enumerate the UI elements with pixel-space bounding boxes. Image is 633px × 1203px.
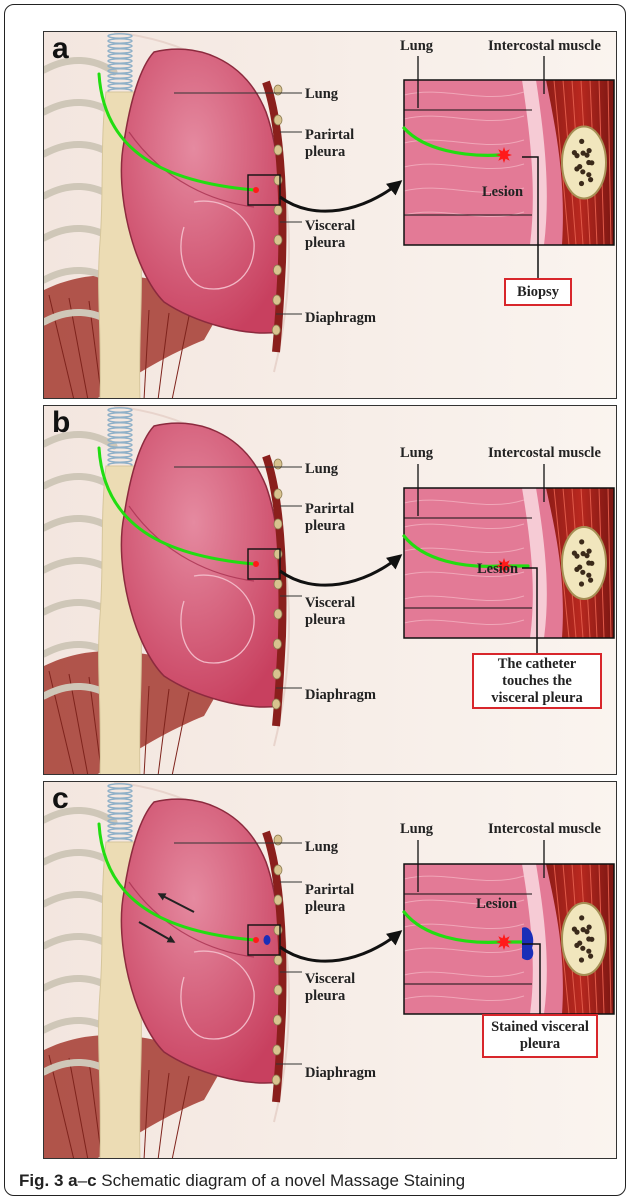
label-lung: Lung: [305, 839, 338, 856]
bone-pore: [581, 927, 586, 932]
caption-range-end: c: [87, 1171, 96, 1190]
bone-pore: [588, 954, 593, 959]
bone-pore: [589, 561, 594, 566]
rib-section: [272, 325, 280, 335]
rib-section: [272, 1075, 280, 1085]
bone-pore: [587, 549, 592, 554]
label-diaphragm: Diaphragm: [305, 310, 376, 327]
label-lung: Lung: [305, 461, 338, 478]
rib-section: [273, 639, 281, 649]
label-lesion: Lesion: [482, 184, 523, 201]
rib-section: [274, 489, 282, 499]
inset-lesion: [496, 934, 512, 950]
bone-pore: [574, 943, 579, 948]
stain-small: [264, 935, 271, 945]
bone-pore: [580, 570, 585, 575]
bone-pore: [572, 551, 577, 556]
bone-pore: [587, 148, 592, 153]
bone-pore: [579, 181, 584, 186]
rib-section: [273, 265, 281, 275]
label-diaphragm: Diaphragm: [305, 1065, 376, 1082]
rib-section: [274, 579, 282, 589]
rib-section: [274, 865, 282, 875]
rib-section: [272, 699, 280, 709]
label-inset-lung: Lung: [400, 38, 433, 55]
bone-pore: [579, 581, 584, 586]
panel-letter: a: [52, 32, 69, 66]
bone-pore: [589, 937, 594, 942]
bone-pore: [581, 151, 586, 156]
label-inset-lung: Lung: [400, 445, 433, 462]
rib-bone: [562, 527, 606, 599]
panel-letter: b: [52, 406, 70, 440]
stained-visceral-box: Stained visceral pleura: [482, 1014, 598, 1058]
rib-section: [274, 985, 282, 995]
label-intercostal-muscle: Intercostal muscle: [488, 38, 601, 55]
label-visceral-pleura: Visceral pleura: [305, 595, 375, 629]
bone-pore: [588, 177, 593, 182]
rib-section: [274, 895, 282, 905]
bone-pore: [589, 160, 594, 165]
bone-pore: [580, 946, 585, 951]
lesion-small: [253, 937, 259, 943]
rib-section: [274, 115, 282, 125]
bone-pore: [574, 567, 579, 572]
label-parietal-pleura: Parirtal pleura: [305, 501, 375, 535]
rib-section: [274, 205, 282, 215]
bone-pore: [586, 172, 591, 177]
label-lung: Lung: [305, 86, 338, 103]
bone-pore: [579, 957, 584, 962]
rib-section: [274, 549, 282, 559]
bone-pore: [586, 573, 591, 578]
panel-a: a Lung Parirtal pleura Visceral pleura D…: [43, 31, 617, 399]
caption-label: Fig. 3: [19, 1171, 63, 1190]
bone-pore: [579, 539, 584, 544]
bone-pore: [572, 150, 577, 155]
caption-text: Schematic diagram of a novel Massage Sta…: [101, 1171, 465, 1190]
bone-pore: [586, 949, 591, 954]
label-visceral-pleura: Visceral pleura: [305, 971, 375, 1005]
catheter-touches-box: The catheter touches the visceral pleura: [472, 653, 602, 709]
label-intercostal-muscle: Intercostal muscle: [488, 821, 601, 838]
rib-bone: [562, 127, 606, 199]
bone-pore: [581, 551, 586, 556]
biopsy-box: Biopsy: [504, 278, 572, 306]
rib-section: [274, 609, 282, 619]
panel-b: b Lung Parirtal pleura Visceral pleura D…: [43, 405, 617, 775]
rib-bone: [562, 903, 606, 975]
label-intercostal-muscle: Intercostal muscle: [488, 445, 601, 462]
bone-pore: [588, 578, 593, 583]
caption-range-start: a: [68, 1171, 77, 1190]
figure-frame: a Lung Parirtal pleura Visceral pleura D…: [4, 4, 626, 1196]
rib-section: [273, 669, 281, 679]
label-lesion: Lesion: [477, 561, 518, 578]
label-parietal-pleura: Parirtal pleura: [305, 882, 375, 916]
label-parietal-pleura: Parirtal pleura: [305, 127, 375, 161]
rib-section: [273, 1045, 281, 1055]
panel-letter: c: [52, 782, 69, 816]
rib-section: [274, 235, 282, 245]
rib-section: [273, 295, 281, 305]
bone-pore: [587, 925, 592, 930]
rib-section: [274, 175, 282, 185]
rib-section: [274, 519, 282, 529]
rib-section: [274, 955, 282, 965]
label-visceral-pleura: Visceral pleura: [305, 218, 375, 252]
figure-caption: Fig. 3 a–c Schematic diagram of a novel …: [19, 1171, 465, 1191]
rib-section: [274, 925, 282, 935]
bone-pore: [572, 927, 577, 932]
rib-section: [274, 145, 282, 155]
rib-section: [273, 1015, 281, 1025]
bone-pore: [579, 139, 584, 144]
inset-lesion: [496, 147, 512, 163]
label-lesion: Lesion: [476, 896, 517, 913]
bone-pore: [580, 169, 585, 174]
lesion-small: [253, 187, 259, 193]
bone-pore: [579, 915, 584, 920]
lesion-small: [253, 561, 259, 567]
label-inset-lung: Lung: [400, 821, 433, 838]
bone-pore: [574, 166, 579, 171]
label-diaphragm: Diaphragm: [305, 687, 376, 704]
panel-c: c Lung Parirtal pleura Visceral pleura D…: [43, 781, 617, 1159]
